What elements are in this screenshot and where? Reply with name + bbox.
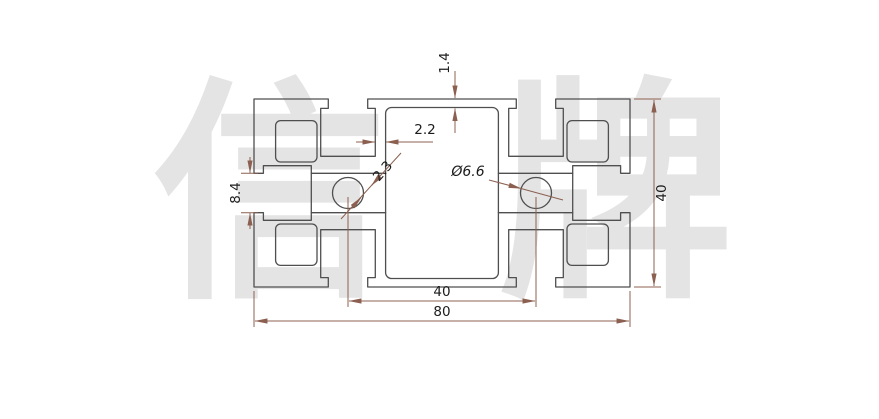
center-cavity (384, 106, 500, 280)
dim-wall-diag-line (340, 152, 402, 220)
dim-wall-diag-arrow-upper (371, 174, 382, 186)
dimension-overall-width: 80 (253, 291, 631, 327)
corner-cavity-top-right (566, 119, 610, 163)
profile-outline (253, 98, 631, 288)
dimension-hole-pitch: 40 (347, 197, 537, 307)
profile-section (253, 98, 631, 288)
dim-width-label: 80 (433, 304, 450, 320)
corner-cavity-top-left (274, 119, 318, 163)
dimension-wall-top: 1.4 (437, 52, 458, 133)
dimension-wall-diagonal: 2.3 (340, 152, 402, 220)
dim-hole-label: Ø6.6 (450, 164, 484, 180)
dim-hole-leader-tail (520, 188, 564, 201)
dimension-slot-opening: 8.4 (228, 157, 258, 229)
dimension-hole-diameter: Ø6.6 (450, 164, 564, 201)
dim-wall-diag-arrow-lower (350, 197, 362, 209)
dim-hole-leader (488, 179, 522, 189)
corner-cavity-bottom-left (274, 223, 318, 267)
dim-height-label: 40 (654, 184, 670, 201)
dim-wall-side-label: 2.2 (414, 122, 435, 138)
corner-cavity-bottom-right (566, 223, 610, 267)
dimension-wall-side: 2.2 (356, 122, 436, 145)
dim-pitch-label: 40 (433, 284, 450, 300)
dimension-overall-height: 40 (634, 98, 670, 288)
dim-wall-top-label: 1.4 (437, 52, 453, 73)
dim-slot-label: 8.4 (228, 182, 244, 203)
